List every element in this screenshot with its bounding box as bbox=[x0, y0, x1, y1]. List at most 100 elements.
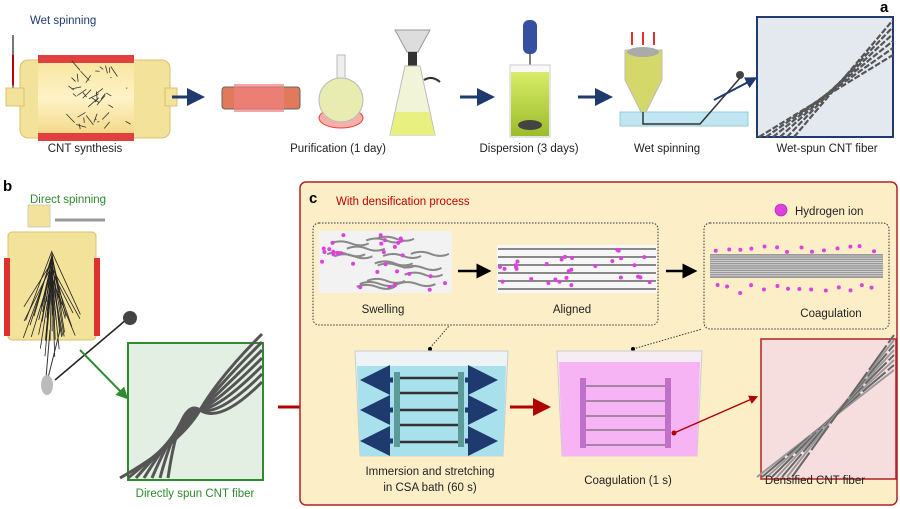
cnt-strand bbox=[100, 93, 106, 100]
cnt-strand bbox=[105, 92, 112, 97]
hydrogen-ion bbox=[566, 269, 571, 274]
hydrogen-ion bbox=[715, 283, 720, 288]
hydrogen-ion bbox=[396, 240, 401, 245]
inset-label-swelling: Swelling bbox=[362, 304, 405, 316]
direct-spinning-title: Direct spinning bbox=[30, 194, 106, 206]
cnt-strand bbox=[96, 95, 106, 106]
hydrogen-ion bbox=[762, 244, 767, 249]
hydrogen-ion bbox=[632, 263, 637, 268]
hydrogen-ion bbox=[358, 285, 363, 290]
hydrogen-ion bbox=[407, 271, 412, 276]
hydrogen-ion bbox=[395, 269, 400, 274]
hydrogen-ion bbox=[619, 256, 624, 261]
hydrogen-ion bbox=[569, 283, 574, 288]
cnt-strand bbox=[85, 115, 94, 126]
hydrogen-ion bbox=[553, 277, 558, 282]
hydrogen-ion bbox=[392, 244, 397, 249]
panel-letter-a: a bbox=[880, 0, 889, 16]
hydrogen-ion bbox=[338, 251, 343, 256]
hydrogen-ion bbox=[427, 287, 432, 292]
cnt-strand bbox=[87, 99, 97, 108]
fiber-bundle-line bbox=[758, 54, 894, 138]
hydrogen-ion bbox=[713, 248, 718, 253]
hydrogen-ion bbox=[498, 264, 503, 269]
bath2-label: Coagulation (1 s) bbox=[584, 475, 672, 487]
fiber-bundle-line bbox=[793, 19, 894, 138]
hydrogen-ion bbox=[836, 285, 841, 290]
cnt-strand bbox=[72, 93, 77, 97]
hydrogen-ion bbox=[321, 246, 326, 251]
cnt-strand bbox=[82, 92, 87, 98]
panel-letter-b: b bbox=[3, 178, 12, 195]
cnt-strand bbox=[76, 124, 87, 128]
swollen-cnt bbox=[359, 280, 399, 287]
hydrogen-ion bbox=[786, 286, 791, 291]
cnt-strand bbox=[108, 104, 114, 108]
hydrogen-ion bbox=[529, 277, 534, 282]
zoom-arrow bbox=[673, 395, 759, 434]
cnt-strand bbox=[71, 77, 76, 82]
coagulation-bath bbox=[556, 350, 703, 457]
hydrogen-ion bbox=[859, 283, 864, 288]
hydrogen-ion bbox=[563, 254, 568, 259]
hydrogen-ion bbox=[382, 238, 387, 243]
fiber-bundle-line bbox=[786, 26, 894, 138]
hydrogen-ion bbox=[871, 249, 876, 254]
hydrogen-ion bbox=[387, 284, 392, 289]
hydrogen-ion bbox=[593, 263, 598, 268]
hydrogen-ion bbox=[379, 241, 384, 246]
bath1-label-line2: in CSA bath (60 s) bbox=[383, 482, 476, 494]
cnt-strand bbox=[94, 97, 99, 103]
cnt-strand bbox=[110, 66, 118, 77]
hydrogen-ion bbox=[823, 288, 828, 293]
inset-label-aligned: Aligned bbox=[553, 304, 591, 316]
wet-spinning-title: Wet spinning bbox=[30, 15, 96, 27]
swollen-cnt bbox=[366, 277, 406, 284]
densification-title: With densification process bbox=[336, 196, 470, 208]
hydrogen-ion bbox=[327, 247, 332, 252]
step-label-cnt-synthesis: CNT synthesis bbox=[48, 143, 123, 155]
hydrogen-ion bbox=[546, 280, 551, 285]
hydrogen-ion bbox=[647, 280, 652, 285]
hydrogen-ion bbox=[618, 275, 623, 280]
cnt-strand bbox=[23, 261, 53, 308]
inset-box-coagulation bbox=[703, 222, 890, 330]
cnt-strand bbox=[97, 121, 100, 123]
cnt-bundle bbox=[166, 380, 264, 479]
swollen-cnt bbox=[375, 235, 415, 242]
swollen-cnt bbox=[377, 262, 417, 269]
swollen-cnt bbox=[374, 260, 414, 267]
hydrogen-ion bbox=[341, 233, 346, 238]
hydrogen-ion bbox=[821, 248, 826, 253]
cnt-strand bbox=[83, 117, 85, 123]
hydrogen-ion bbox=[738, 247, 743, 252]
cnt-strand bbox=[44, 278, 53, 357]
cnt-strand bbox=[51, 263, 56, 340]
hydrogen-ion bbox=[749, 246, 754, 251]
cnt-strand bbox=[46, 274, 53, 318]
hydrogen-ion bbox=[502, 266, 507, 271]
cnt-strand bbox=[77, 88, 87, 96]
hydrogen-ion bbox=[848, 244, 853, 249]
cnt-strand bbox=[105, 65, 108, 74]
swollen-cnt bbox=[330, 240, 370, 247]
step-label-wet-spinning: Wet spinning bbox=[634, 143, 700, 155]
hydrogen-ion bbox=[514, 264, 519, 269]
cnt-strand bbox=[77, 112, 86, 118]
cnt-strand bbox=[51, 252, 81, 315]
step-label-dispersion: Dispersion (3 days) bbox=[479, 143, 578, 155]
hydrogen-ion bbox=[320, 259, 325, 264]
cnt-strand bbox=[125, 120, 131, 125]
hydrogen-ion bbox=[442, 281, 447, 286]
cnt-strand bbox=[39, 272, 53, 349]
hydrogen-ion bbox=[392, 283, 397, 288]
coagulation-inset bbox=[710, 254, 883, 278]
panel-letter-c: c bbox=[309, 190, 317, 207]
wet-spinning-setup bbox=[619, 32, 749, 127]
hydrogen-ion bbox=[857, 244, 862, 249]
cnt-strand bbox=[95, 91, 98, 100]
zoom-arrow bbox=[713, 77, 758, 101]
hydrogen-ion bbox=[727, 247, 732, 252]
wet-spun-fiber-image bbox=[756, 16, 894, 138]
